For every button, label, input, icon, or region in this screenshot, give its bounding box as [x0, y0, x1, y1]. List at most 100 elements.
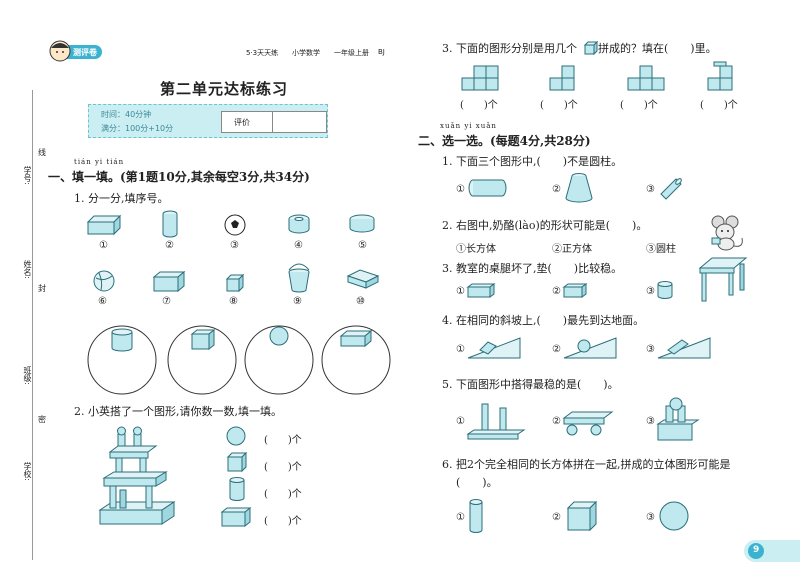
label: ② [165, 240, 174, 251]
answer-blank[interactable]: ( )个 [540, 100, 578, 111]
sorting-circles [87, 325, 391, 395]
option-label: ① [456, 416, 465, 427]
option-text: ①长方体 [456, 244, 496, 255]
mouse-with-cheese-image [711, 215, 743, 251]
time-limit: 时间：40分钟 [101, 110, 152, 119]
evaluation-box: 评价 [221, 111, 327, 133]
label: ④ [294, 240, 303, 251]
seal-mark: 封 [38, 284, 46, 293]
cylinder-shape [229, 477, 245, 501]
stack-option-3 [656, 397, 700, 441]
option-label: ③ [646, 344, 655, 355]
badge-label: 测评卷 [73, 48, 97, 57]
label: ⑧ [229, 296, 238, 307]
cube-stacks [461, 61, 733, 91]
subject-name: 小学数学 [292, 49, 320, 57]
label: ③ [230, 240, 239, 251]
truncated-cone-image [565, 173, 593, 203]
slope-cube-image [467, 337, 521, 359]
small-box-option [466, 283, 496, 298]
slanted-cylinder-image [660, 178, 682, 200]
slope-cuboid-image [657, 337, 711, 359]
answer-blank[interactable]: ( )个 [620, 100, 658, 111]
choice-question-6-cont: ( )。 [456, 476, 498, 489]
small-cylinder-option [657, 281, 673, 299]
question-1-text: 1. 分一分,填序号。 [74, 192, 169, 205]
stack-option-1 [466, 403, 526, 440]
eraser-image [346, 269, 380, 289]
school-label: 学校: [23, 462, 32, 481]
info-box: 时间：40分钟 满分：100分+10分 评价 [88, 104, 328, 138]
name-label: 姓名: [23, 260, 32, 279]
cube-option-image [566, 500, 598, 532]
option-label: ② [552, 512, 561, 523]
option-label: ③ [646, 416, 655, 427]
label: ⑤ [358, 240, 367, 251]
label: ⑥ [98, 296, 107, 307]
option-label: ② [552, 344, 561, 355]
section-2-pinyin: xuǎn yi xuǎn [440, 122, 497, 130]
choice-question-5: 5. 下面图形中搭得最稳的是( )。 [442, 378, 619, 391]
option-label: ② [552, 184, 561, 195]
section-1-pinyin: tián yi tián [74, 158, 125, 166]
option-label: ① [456, 184, 465, 195]
cuboid-image [152, 270, 186, 293]
label: ⑦ [162, 296, 171, 307]
section-2-heading: 二、选一选。(每题4分,共28分) [418, 134, 591, 148]
label: ① [99, 240, 108, 251]
answer-blank[interactable]: ( )个 [700, 100, 738, 111]
small-cube-icon [583, 40, 599, 56]
option-text: ②正方体 [552, 244, 592, 255]
option-label: ① [456, 286, 465, 297]
round-tin-image [349, 214, 375, 233]
question-3-text: 3. 下面的图形分别是用几个 [442, 42, 577, 55]
section-1-heading: 一、填一填。(第1题10分,其余每空3分,共34分) [48, 170, 310, 184]
option-label: ② [552, 286, 561, 297]
cuboid-shape [220, 506, 252, 528]
option-label: ① [456, 344, 465, 355]
bucket-image [288, 263, 310, 293]
label: ⑨ [293, 296, 302, 307]
stack-option-2 [562, 411, 614, 436]
answer-blank[interactable]: ( )个 [264, 435, 302, 446]
option-text: ③圆柱 [646, 244, 676, 255]
soccer-ball-image [224, 214, 246, 236]
answer-blank[interactable]: ( )个 [264, 489, 302, 500]
option-label: ③ [646, 512, 655, 523]
can-image [162, 210, 178, 238]
cube-image [225, 273, 245, 293]
choice-question-3: 3. 教室的桌腿坏了,垫( )比较稳。 [442, 262, 623, 275]
option-label: ③ [646, 184, 655, 195]
cylinder-lying-image [468, 179, 507, 197]
badge-shape [49, 40, 102, 62]
question-2-text: 2. 小英搭了一个图形,请你数一数,填一填。 [74, 405, 282, 418]
choice-question-1: 1. 下面三个图形中,( )不是圆柱。 [442, 155, 623, 168]
seal-mark: 密 [38, 415, 46, 424]
question-3-text-cont: 拼成的？填在( )里。 [598, 42, 717, 55]
sphere-shape [226, 426, 246, 446]
volleyball-image [93, 270, 115, 292]
answer-blank[interactable]: ( )个 [460, 100, 498, 111]
student-id-label: 学号: [23, 166, 32, 185]
cube-shape [226, 451, 248, 473]
block-tower-image [98, 426, 176, 525]
test-badge: 测评卷 [48, 40, 104, 62]
page-number: 9 [753, 545, 760, 555]
page-title: 第二单元达标练习 [160, 80, 289, 98]
answer-blank[interactable]: ( )个 [264, 462, 302, 473]
answer-blank[interactable]: ( )个 [264, 516, 302, 527]
seal-mark: 线 [38, 148, 46, 157]
series-name: 5·3天天练 [246, 49, 279, 57]
label: ⑩ [356, 296, 365, 307]
tape-roll-image [288, 214, 310, 234]
small-cuboid-option [562, 283, 588, 298]
broken-table-image [698, 257, 748, 302]
option-label: ② [552, 416, 561, 427]
option-label: ① [456, 512, 465, 523]
class-label: 班级: [23, 366, 32, 385]
sphere-option-image [659, 501, 689, 531]
edition-name: BJ [378, 48, 385, 56]
box-image [86, 214, 122, 236]
slope-ball-image [563, 337, 617, 359]
choice-question-6: 6. 把2个完全相同的长方体拼在一起,拼成的立体图形可能是 [442, 458, 731, 471]
